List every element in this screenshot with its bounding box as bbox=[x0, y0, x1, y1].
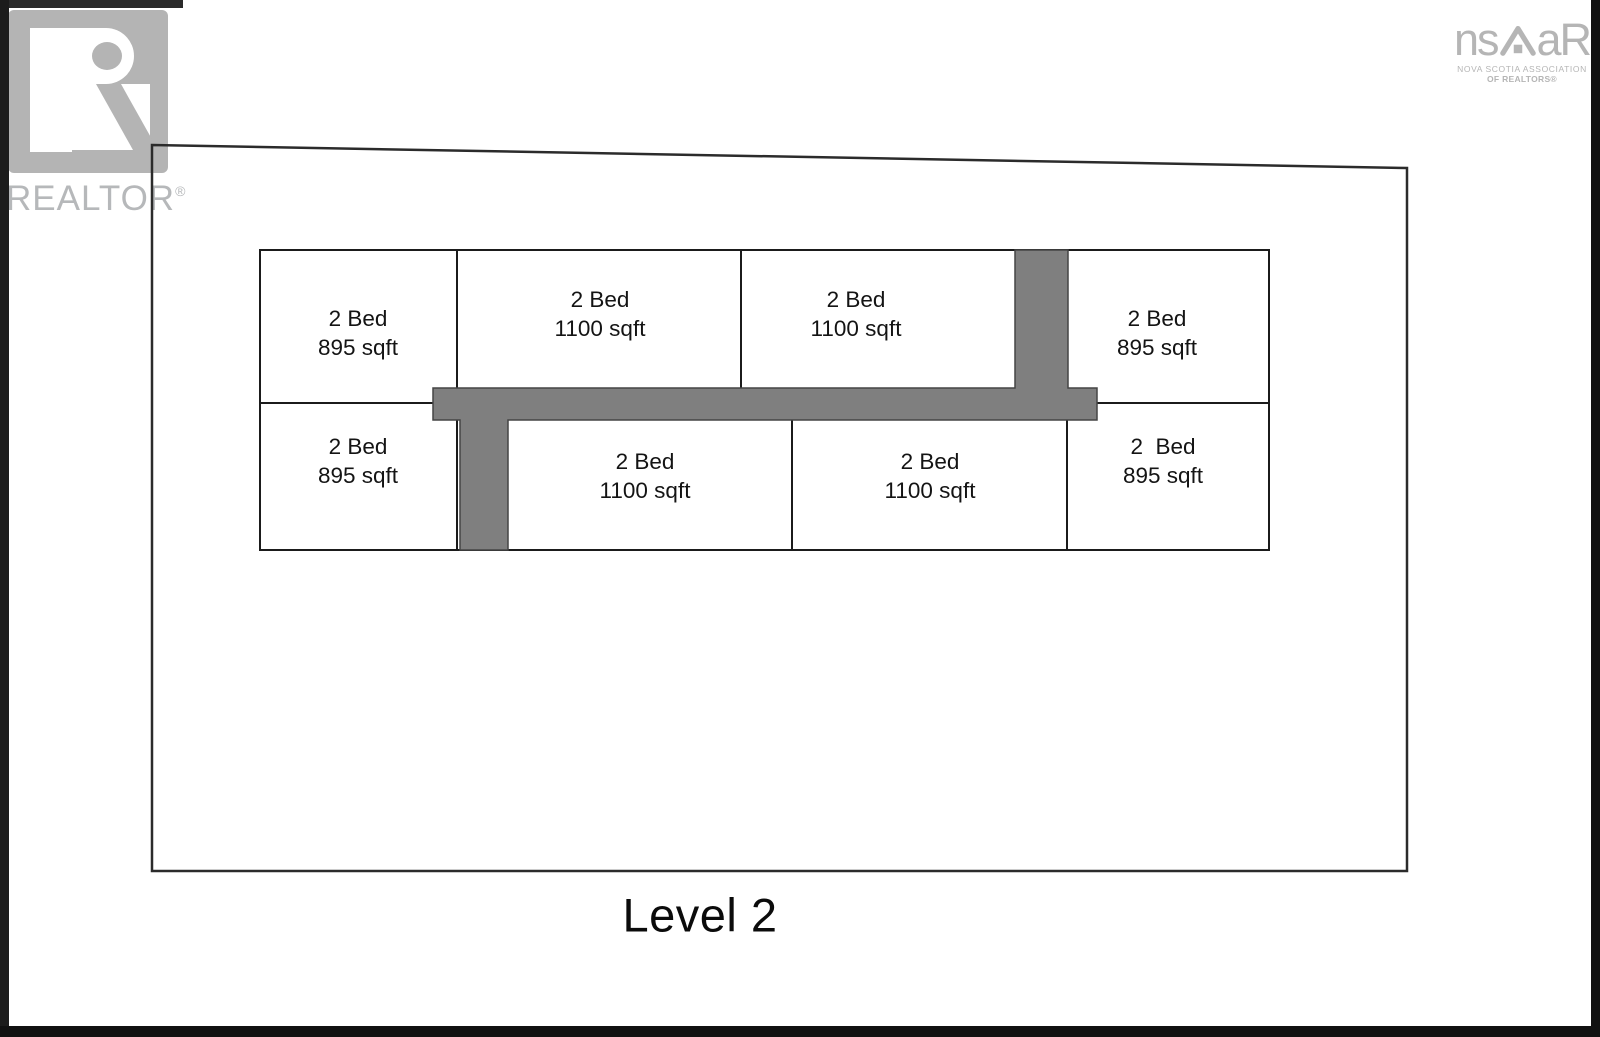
unit-label: 2 Bed 1100 sqft bbox=[810, 287, 902, 341]
level-title: Level 2 bbox=[622, 888, 778, 942]
scan-border-top bbox=[8, 0, 183, 8]
unit-label: 2 Bed 895 sqft bbox=[317, 306, 399, 360]
nsar-logo: ns aR NOVA SCOTIA ASSOCIATION OF REALTOR… bbox=[1452, 14, 1593, 84]
unit-label: 2 Bed 895 sqft bbox=[317, 434, 399, 488]
scan-border-left bbox=[0, 0, 9, 1037]
realtor-registered-mark: ® bbox=[175, 183, 186, 199]
scan-border-right bbox=[1591, 0, 1600, 1037]
property-boundary bbox=[150, 143, 1409, 873]
realtor-block-r-logo-icon bbox=[8, 10, 168, 173]
nsar-wordmark-left: ns bbox=[1453, 14, 1500, 66]
nsar-tagline-line1: NOVA SCOTIA ASSOCIATION bbox=[1457, 64, 1587, 74]
scan-border-bottom bbox=[0, 1026, 1600, 1037]
unit-label: 2 Bed 1100 sqft bbox=[599, 449, 691, 503]
realtor-r-counter bbox=[92, 42, 122, 70]
realtor-r-leg bbox=[96, 84, 158, 150]
unit-label: 2 Bed 1100 sqft bbox=[884, 449, 976, 503]
nsar-tagline-line2: OF REALTORS® bbox=[1487, 74, 1557, 84]
unit-label: 2 Bed 1100 sqft bbox=[554, 287, 646, 341]
nsar-wordmark: ns aR bbox=[1452, 14, 1593, 66]
unit-label: 2 Bed 895 sqft bbox=[1116, 306, 1198, 360]
realtor-r-stem bbox=[30, 28, 72, 152]
nsar-wordmark-right: aR bbox=[1536, 14, 1593, 66]
realtor-wordmark: REALTOR® bbox=[6, 181, 185, 216]
corridor bbox=[432, 249, 1098, 551]
house-icon bbox=[1499, 25, 1536, 56]
realtor-wordmark-text: REALTOR bbox=[6, 179, 176, 218]
unit-label: 2 Bed 895 sqft bbox=[1122, 434, 1204, 488]
